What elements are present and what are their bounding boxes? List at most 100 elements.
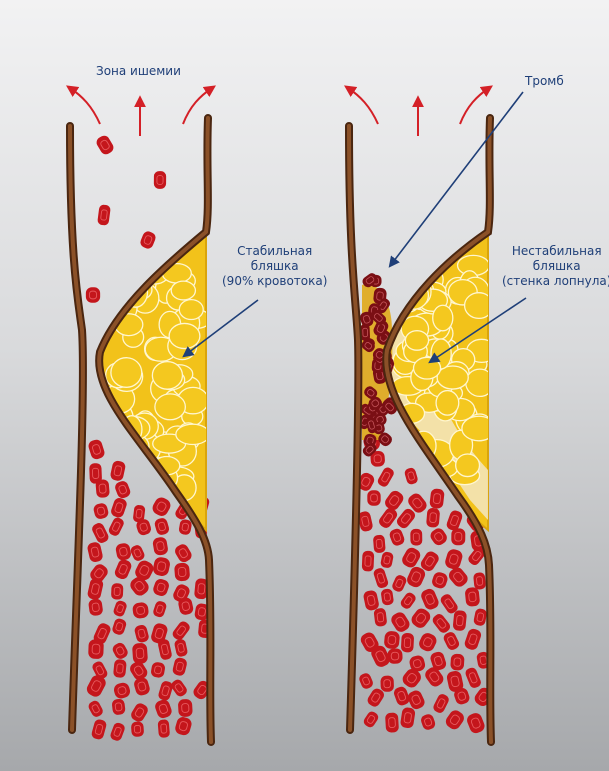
lipid-cell (154, 393, 187, 421)
left-blood-cells (85, 135, 212, 741)
blood-cell (86, 675, 106, 697)
blood-cell (407, 690, 425, 710)
blood-cell (130, 545, 145, 561)
blood-cell (426, 508, 440, 528)
blood-cell (95, 479, 110, 498)
blood-cell (153, 601, 167, 618)
blood-cell (402, 547, 421, 568)
thrombus (358, 273, 398, 457)
blood-cell (132, 602, 149, 619)
blood-cell (425, 667, 444, 687)
blood-cell (115, 481, 131, 499)
stable-plaque-label-line3: (90% кровотока) (222, 274, 328, 288)
blood-cell (135, 560, 154, 581)
thrombus-cell (370, 309, 387, 326)
lipid-cell (119, 255, 150, 278)
blood-cell (115, 543, 131, 561)
right-blood-cells (357, 433, 493, 734)
blood-cell (89, 463, 102, 484)
pointer-arrow-icon (388, 91, 524, 268)
lipid-cell (178, 298, 204, 321)
blood-cell (419, 633, 437, 652)
thrombus-cell (361, 339, 375, 353)
stable-vessel (66, 114, 215, 746)
blood-cell (91, 719, 107, 740)
blood-cell (407, 566, 426, 588)
blood-cell (158, 639, 172, 660)
blood-cell (373, 608, 387, 627)
blood-cell (111, 698, 126, 715)
blood-cell (373, 568, 389, 588)
blood-cell (194, 603, 210, 621)
blood-cell (133, 505, 146, 523)
blood-cell (385, 490, 404, 511)
blood-cell (130, 661, 148, 680)
blood-cell (401, 633, 414, 653)
thrombus-cell (378, 432, 392, 447)
blood-cell (88, 639, 104, 659)
thrombus-cell (373, 320, 389, 337)
flow-arrow-icon (459, 85, 493, 125)
blood-cell (96, 135, 114, 155)
lipid-cell (461, 415, 488, 442)
lipid-cell (404, 330, 430, 351)
blood-cell (380, 551, 394, 568)
blood-cell (446, 670, 464, 692)
blood-cell (174, 562, 190, 582)
blood-cell (421, 588, 439, 610)
blood-cell (363, 590, 379, 611)
lipid-cell (432, 304, 454, 332)
blood-cell (385, 712, 399, 733)
blood-cell (373, 534, 386, 553)
blood-cell (131, 721, 144, 737)
blood-cell (93, 503, 109, 519)
thrombus-cell (362, 442, 377, 457)
blood-cell (113, 682, 131, 699)
blood-cell (464, 628, 482, 650)
flow-arrow-icon (66, 85, 101, 125)
flow-arrows-right (344, 85, 493, 136)
lipid-cell (463, 292, 488, 320)
blood-cell (433, 694, 449, 713)
blood-cell (155, 699, 172, 719)
stable-plaque-label-line2: бляшка (250, 259, 299, 273)
blood-cell (432, 572, 448, 589)
blood-cell (154, 518, 170, 535)
lipid-cell (170, 280, 197, 301)
blood-cell (468, 546, 486, 566)
blood-cell (113, 600, 127, 617)
blood-cell (392, 575, 407, 592)
blood-cell (111, 583, 124, 600)
blood-cell (114, 559, 132, 580)
blood-cell (377, 467, 394, 487)
blood-cell (112, 642, 128, 659)
blood-cell (85, 287, 101, 303)
blood-cell (178, 597, 194, 615)
flow-arrow-icon (182, 85, 216, 125)
blood-cell (367, 688, 384, 707)
blood-cell (454, 688, 470, 705)
blood-cell (465, 667, 481, 688)
blood-cell (87, 542, 103, 562)
blood-cell (153, 171, 167, 189)
lipid-cell (125, 470, 150, 493)
blood-cell (384, 631, 400, 649)
blood-cell (380, 675, 394, 692)
unstable-vessel (345, 114, 495, 746)
blood-cell (465, 587, 480, 607)
blood-cell (371, 645, 390, 667)
blood-cell (445, 549, 463, 570)
blood-cell (97, 204, 111, 226)
lipid-cell (394, 260, 426, 283)
lipid-cell (435, 389, 460, 416)
lipid-cell (412, 356, 442, 380)
blood-cell (152, 537, 168, 556)
blood-cell (370, 450, 385, 467)
lipid-cell (465, 368, 488, 398)
blood-cell (389, 528, 405, 546)
lipid-cell (103, 260, 138, 284)
blood-cell (421, 714, 436, 730)
blood-cell (358, 511, 373, 532)
lipid-cell (168, 322, 201, 350)
